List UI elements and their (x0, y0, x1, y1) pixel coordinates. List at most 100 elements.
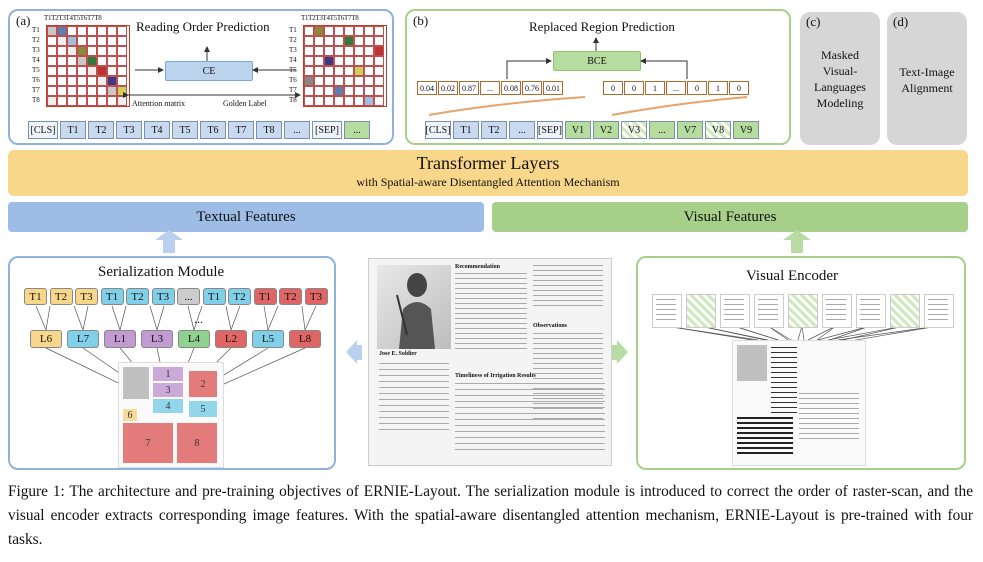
matrix-cell (117, 76, 127, 86)
doc-line (455, 443, 605, 444)
matrix-cell (57, 56, 67, 66)
matrix-cell (304, 26, 314, 36)
patch-line (656, 319, 676, 320)
matrix-cell (57, 76, 67, 86)
serialization-token: T3 (304, 288, 328, 305)
matrix-cell (364, 96, 374, 106)
matrix-cell (324, 96, 334, 106)
panel-a-token: T1 (60, 121, 86, 139)
matrix-cell (47, 66, 57, 76)
region-box: 1 (153, 367, 183, 381)
doc-photo (123, 367, 149, 399)
patch-line (656, 299, 676, 300)
visual-features-bar: Visual Features (492, 202, 968, 232)
matrix-cell (344, 26, 354, 36)
connector-line (119, 305, 127, 331)
doc-line (533, 265, 603, 266)
ve-doc-line (771, 392, 797, 393)
matrix-cell (117, 96, 127, 106)
patch-line (656, 314, 676, 315)
doc-line (455, 413, 605, 414)
probability-cell: 0.04 (417, 81, 437, 95)
doc-line (455, 449, 605, 450)
matrix-cell (97, 66, 107, 76)
panel-d-text: Text-Image Alignment (899, 65, 955, 95)
connector-line (817, 325, 871, 341)
doc-line (455, 437, 605, 438)
probability-cell: 0.76 (522, 81, 542, 95)
matrix-cell (364, 26, 374, 36)
ve-doc-line (737, 452, 793, 454)
panel-a-token: [CLS] (28, 121, 58, 139)
matrix-cell (354, 96, 364, 106)
visual-patch (686, 294, 716, 328)
visual-patch (856, 294, 886, 328)
matrix-cell (364, 56, 374, 66)
matrix-cell (304, 86, 314, 96)
matrix-cell (107, 76, 117, 86)
panel-b-visual-token: ... (649, 121, 675, 139)
matrix-cell (314, 66, 324, 76)
matrix-cell (87, 36, 97, 46)
attention-matrix-label: Attention matrix (132, 99, 186, 108)
connector-line (193, 305, 203, 331)
doc-line (455, 288, 527, 289)
matrix-cell (107, 36, 117, 46)
matrix-cell (334, 26, 344, 36)
doc-line (455, 343, 527, 344)
doc-line (455, 389, 605, 390)
patch-line (826, 314, 846, 315)
matrix-cell (354, 86, 364, 96)
matrix-cell (334, 46, 344, 56)
matrix-cell (77, 36, 87, 46)
serialization-token: T2 (49, 288, 73, 305)
serialization-token: ... (177, 288, 200, 305)
ve-doc-line (799, 438, 859, 439)
patch-line (724, 299, 744, 300)
matrix-cell (117, 86, 127, 96)
matrix-cell (47, 36, 57, 46)
connector-line (156, 305, 165, 331)
doc-line (379, 405, 449, 406)
document-heading-observations: Observations (533, 323, 568, 329)
matrix-cell (67, 26, 77, 36)
ve-doc-line (737, 427, 793, 429)
panel-a-token: T5 (172, 121, 198, 139)
label-cell: 0 (624, 81, 644, 95)
flow-arrows (155, 230, 811, 364)
attention-matrix (46, 25, 130, 107)
ce-label: CE (202, 65, 216, 77)
patch-line (656, 309, 676, 310)
doc-line (455, 419, 605, 420)
connector-line (797, 325, 803, 341)
serialization-token: T2 (279, 288, 302, 305)
transformer-layers-bar: Transformer Layers with Spatial-aware Di… (8, 150, 968, 196)
matrix-cell (87, 96, 97, 106)
matrix-cell (344, 66, 354, 76)
doc-line (533, 333, 603, 334)
ve-doc-line (737, 417, 793, 419)
matrix-cell (354, 56, 364, 66)
matrix-cell (354, 26, 364, 36)
matrix-cell (67, 46, 77, 56)
patch-line (656, 304, 676, 305)
panel-a-token: ... (284, 121, 310, 139)
matrix-cell (304, 46, 314, 56)
matrix-cell (324, 86, 334, 96)
panel-b-visual-token: V2 (593, 121, 619, 139)
doc-line (455, 283, 527, 284)
matrix-cell (67, 86, 77, 96)
region-box: 3 (153, 383, 183, 397)
textual-features-label: Textual Features (196, 208, 296, 225)
panel-b-text-token: T2 (481, 121, 507, 139)
matrix-cell (304, 66, 314, 76)
matrix-cell (117, 56, 127, 66)
doc-line (533, 300, 603, 301)
matrix-cell (304, 76, 314, 86)
matrix-cell (334, 76, 344, 86)
panel-masked-modeling: (c) Masked Visual-Languages Modeling (800, 12, 880, 145)
matrix-row-label: T8 (289, 96, 297, 104)
panel-a-token: T4 (144, 121, 170, 139)
matrix-cell (117, 66, 127, 76)
ve-doc-line (799, 433, 859, 434)
